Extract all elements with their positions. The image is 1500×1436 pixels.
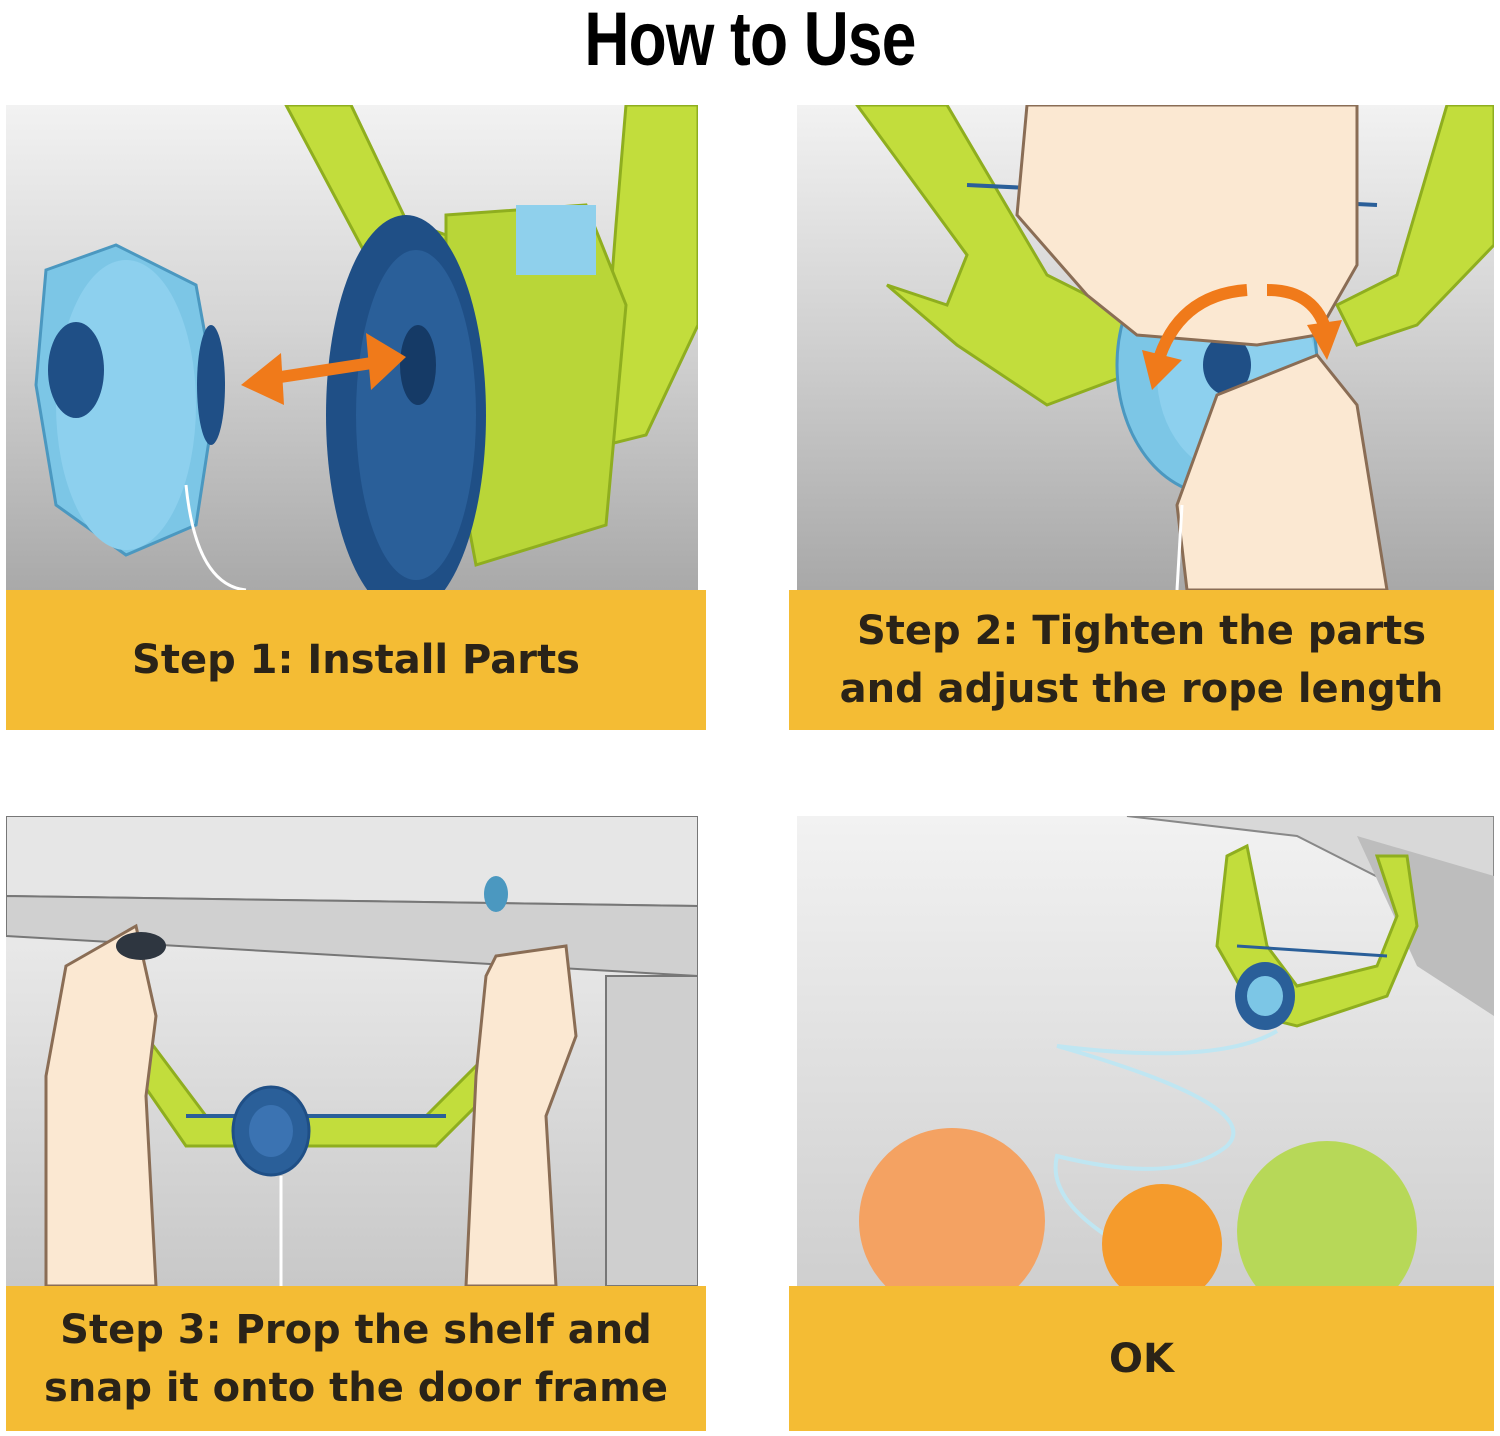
- hand-icon: [44, 923, 578, 1286]
- page-title: How to Use: [584, 0, 916, 82]
- rotate-arrows-icon: [1142, 284, 1342, 390]
- ball-icon: [859, 1128, 1417, 1286]
- spool-cap-icon: [34, 243, 225, 557]
- step-1-caption: Step 1: Install Parts: [6, 590, 706, 730]
- step-3-text-line1: Step 3: Prop the shelf and: [60, 1306, 652, 1353]
- step-2-text-line2: and adjust the rope length: [839, 666, 1444, 712]
- double-arrow-icon: [241, 333, 406, 405]
- step-2-text-line1: Step 2: Tighten the parts: [856, 608, 1427, 654]
- step-1-text: Step 1: Install Parts: [132, 637, 580, 683]
- step-3-caption: Step 3: Prop the shelf and snap it onto …: [6, 1286, 706, 1431]
- step-3-illustration: [6, 816, 698, 1286]
- step-1-illustration: [6, 105, 698, 590]
- result-caption: OK: [789, 1286, 1494, 1431]
- step-2-caption: Step 2: Tighten the parts and adjust the…: [789, 590, 1494, 730]
- step-3-text-line2: snap it onto the door frame: [44, 1364, 668, 1411]
- result-text: OK: [1109, 1335, 1174, 1382]
- result-illustration: [797, 816, 1494, 1286]
- step-2-illustration: [797, 105, 1494, 590]
